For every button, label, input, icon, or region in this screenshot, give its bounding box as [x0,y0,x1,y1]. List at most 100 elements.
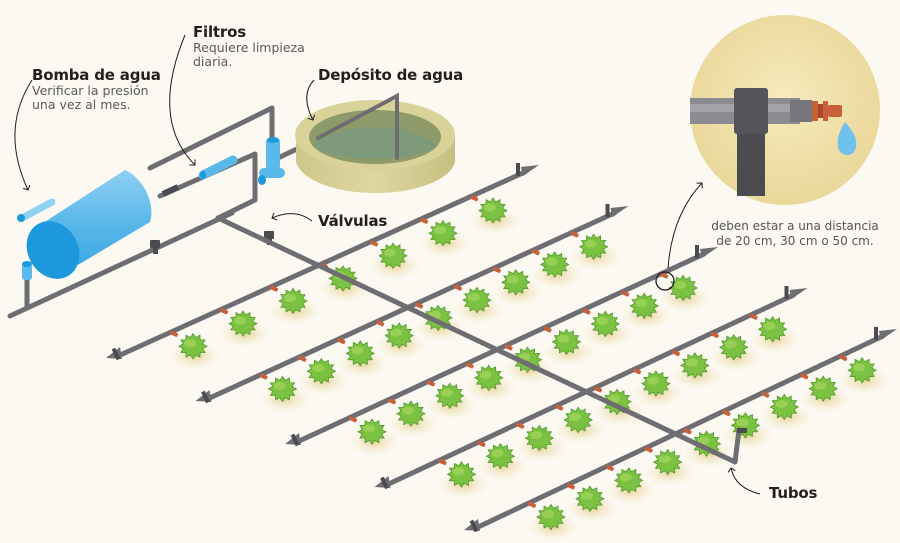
pump-title: Bomba de agua [32,66,161,84]
pump-desc-line-2: una vez al mes. [32,97,131,112]
end-valve-icon [737,428,747,433]
pump-desc-line-1: Verificar la presión [32,83,149,98]
plant-icon [491,268,544,307]
dripper-icon [477,440,486,447]
plant-icon [604,467,657,505]
field [106,163,897,542]
dripper-detail [690,15,880,205]
air-valve [22,261,32,280]
dripper-icon [605,464,614,472]
dripper-icon [660,272,669,279]
plant-icon [670,352,723,390]
dripper-highlight [655,271,675,291]
end-clamp [111,347,121,361]
tank-label: Depósito de agua [318,66,463,84]
dripper-icon [722,409,731,416]
detail-callout [667,183,702,269]
plant-icon [368,242,421,280]
main-pipe [215,215,742,465]
lateral-pipe [205,210,617,402]
plant-icon [565,485,618,523]
plant-icon [748,315,801,354]
end-cap-icon [610,206,629,217]
tank-callout [306,79,314,120]
plant-icon [347,418,400,456]
plant-icon [569,233,622,271]
water-tank-icon [295,92,455,194]
dripper-icon [761,391,770,398]
dripper-icon [570,231,579,238]
plant-icon [526,503,579,542]
plant-icon [709,333,762,372]
filters-title: Filtros [193,23,246,41]
valves-label: Válvulas [318,212,387,230]
lateral-line [106,163,539,371]
lateral-pipe [294,251,707,445]
plant-icon [542,328,595,366]
plant-icon [375,322,428,360]
pipes-title: Tubos [769,484,818,502]
end-clamp [380,476,389,490]
dripper-icon [420,217,429,224]
dripper-icon [270,285,279,292]
dripper-icon [337,337,346,345]
end-cap-icon [521,165,539,176]
dripper-icon [531,249,540,256]
dripper-icon [504,344,513,351]
plant-icon [168,332,221,371]
dripper-icon [543,326,552,333]
water-drop-icon [837,122,857,155]
plant-icon [581,310,634,348]
end-clamp [516,163,520,176]
dripper-icon [839,354,848,361]
return-pipe [7,210,235,319]
callout-lines [14,34,761,495]
plant-icon [437,461,490,499]
plant-icon [838,356,891,395]
plant-icon [503,346,556,384]
plant-icon [218,310,271,348]
dripper-icon [800,373,809,380]
pump-label: Bomba de agua Verificar la presión una v… [32,66,161,112]
dripper-icon [566,483,575,490]
plant-icon [643,448,696,487]
filter-callout [169,34,195,165]
dripper-icon [621,290,630,297]
end-clamp [695,245,699,258]
plant-icon [452,286,505,325]
plant-icon [336,340,389,378]
dripper-icon [633,368,642,375]
dripper-icon [492,266,501,273]
plant-icon [476,442,529,481]
dripper-icon [749,313,758,320]
dripper-icon [376,320,385,327]
lateral-line [464,327,897,542]
end-clamp [290,433,300,447]
plant-icon [297,357,350,396]
dripper-icon [594,386,603,393]
dripper-icon [370,240,379,247]
end-clamp [605,204,610,217]
dripper-icon [415,302,424,309]
plant-icon [620,292,673,330]
pipes-label: Tubos [769,484,817,502]
end-clamp [874,327,878,340]
dripper-icon [465,362,474,369]
end-clamp [201,390,210,404]
dripper-icon [516,422,525,429]
dripper-icon [470,195,479,202]
plant-icon [268,287,321,326]
dripper-icon [582,308,591,315]
pipes-callout [731,468,761,495]
dripper-icon [555,404,564,411]
end-cap-icon [789,288,808,299]
lateral-line [374,286,808,499]
tank-title: Depósito de agua [318,66,464,84]
end-cap-icon [700,247,718,258]
lateral-pipe [384,292,796,488]
plant-icon [425,382,478,420]
dripper-icon [438,458,447,465]
dripper-icon [671,350,680,357]
dripper-icon [644,446,653,453]
plant-icon [631,370,684,408]
